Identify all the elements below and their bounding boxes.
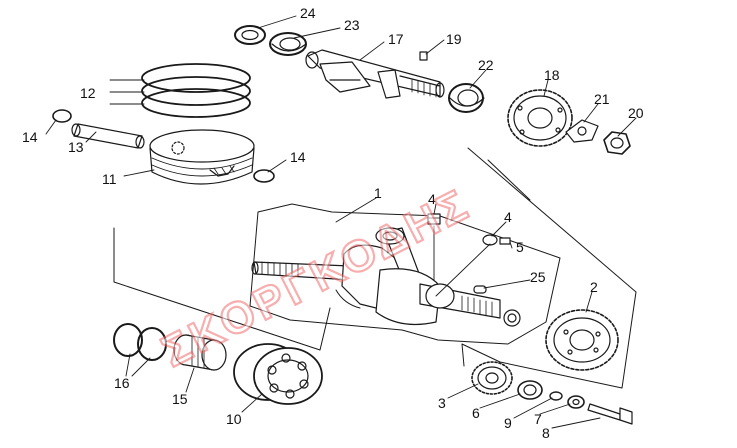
- callout-2: 2: [590, 279, 598, 295]
- callout-25: 25: [530, 269, 546, 285]
- callout-21: 21: [594, 91, 610, 107]
- box-right-gear-group: [461, 147, 637, 389]
- callout-1: 1: [374, 185, 382, 201]
- callout-18: 18: [544, 67, 560, 83]
- part-9-oring: [549, 391, 563, 401]
- callout-4-upper: 4: [428, 191, 436, 207]
- part-14-circlip-right: [253, 169, 275, 183]
- box-center-crank-group: [249, 203, 561, 345]
- callout-9: 9: [504, 415, 512, 431]
- part-3-sprocket: [471, 361, 513, 395]
- part-1-crankshaft: [251, 227, 521, 327]
- callout-20: 20: [628, 105, 644, 121]
- part-14-circlip-left: [52, 109, 72, 123]
- callout-11: 11: [102, 171, 117, 187]
- part-22-bearing: [448, 83, 485, 113]
- callout-3: 3: [438, 395, 446, 411]
- callout-14-right: 14: [290, 149, 306, 165]
- part-23-bearing: [269, 32, 307, 56]
- part-24-oil-seal: [234, 25, 266, 45]
- part-20-nut: [603, 131, 631, 155]
- part-16-rings: [113, 323, 167, 361]
- callout-4-right: 4: [504, 209, 512, 225]
- part-21-lock-washer: [565, 119, 599, 143]
- part-5-pin: [499, 237, 511, 245]
- callout-13: 13: [68, 139, 84, 155]
- callout-10: 10: [226, 411, 242, 427]
- callout-7: 7: [534, 411, 542, 427]
- callout-16: 16: [114, 375, 130, 391]
- callout-8: 8: [542, 425, 550, 441]
- callout-22: 22: [478, 57, 494, 73]
- part-12-piston-rings: [141, 63, 251, 118]
- part-8-bolt: [587, 403, 633, 425]
- part-2-crank-gear: [545, 309, 619, 371]
- part-25-key: [473, 285, 487, 294]
- part-10-ball-bearing: [233, 343, 323, 405]
- callout-17: 17: [388, 31, 404, 47]
- callout-6: 6: [472, 405, 480, 421]
- part-6-spacer: [517, 380, 543, 400]
- callout-5: 5: [516, 239, 524, 255]
- part-4-right-dowel: [482, 234, 498, 246]
- part-19-key: [419, 51, 428, 61]
- callout-19: 19: [446, 31, 462, 47]
- part-7-washer: [567, 395, 585, 409]
- callout-15: 15: [172, 391, 188, 407]
- callout-12: 12: [80, 85, 96, 101]
- part-18-balancer-gear: [507, 89, 573, 147]
- part-17-balancer-shaft: [305, 49, 445, 99]
- part-13-piston-pin: [71, 123, 145, 149]
- callout-labels: 1 2 3 4 4 5 6 7 8 9 10 11 12 13 14 14 15…: [22, 5, 644, 441]
- box-left-bearing-group: [113, 227, 331, 351]
- callout-14-left: 14: [22, 129, 38, 145]
- part-11-piston: [149, 129, 255, 185]
- part-15-needle-bearing: [173, 334, 227, 371]
- callout-24: 24: [300, 5, 316, 21]
- callout-23: 23: [344, 17, 360, 33]
- leader-lines: [45, 15, 637, 429]
